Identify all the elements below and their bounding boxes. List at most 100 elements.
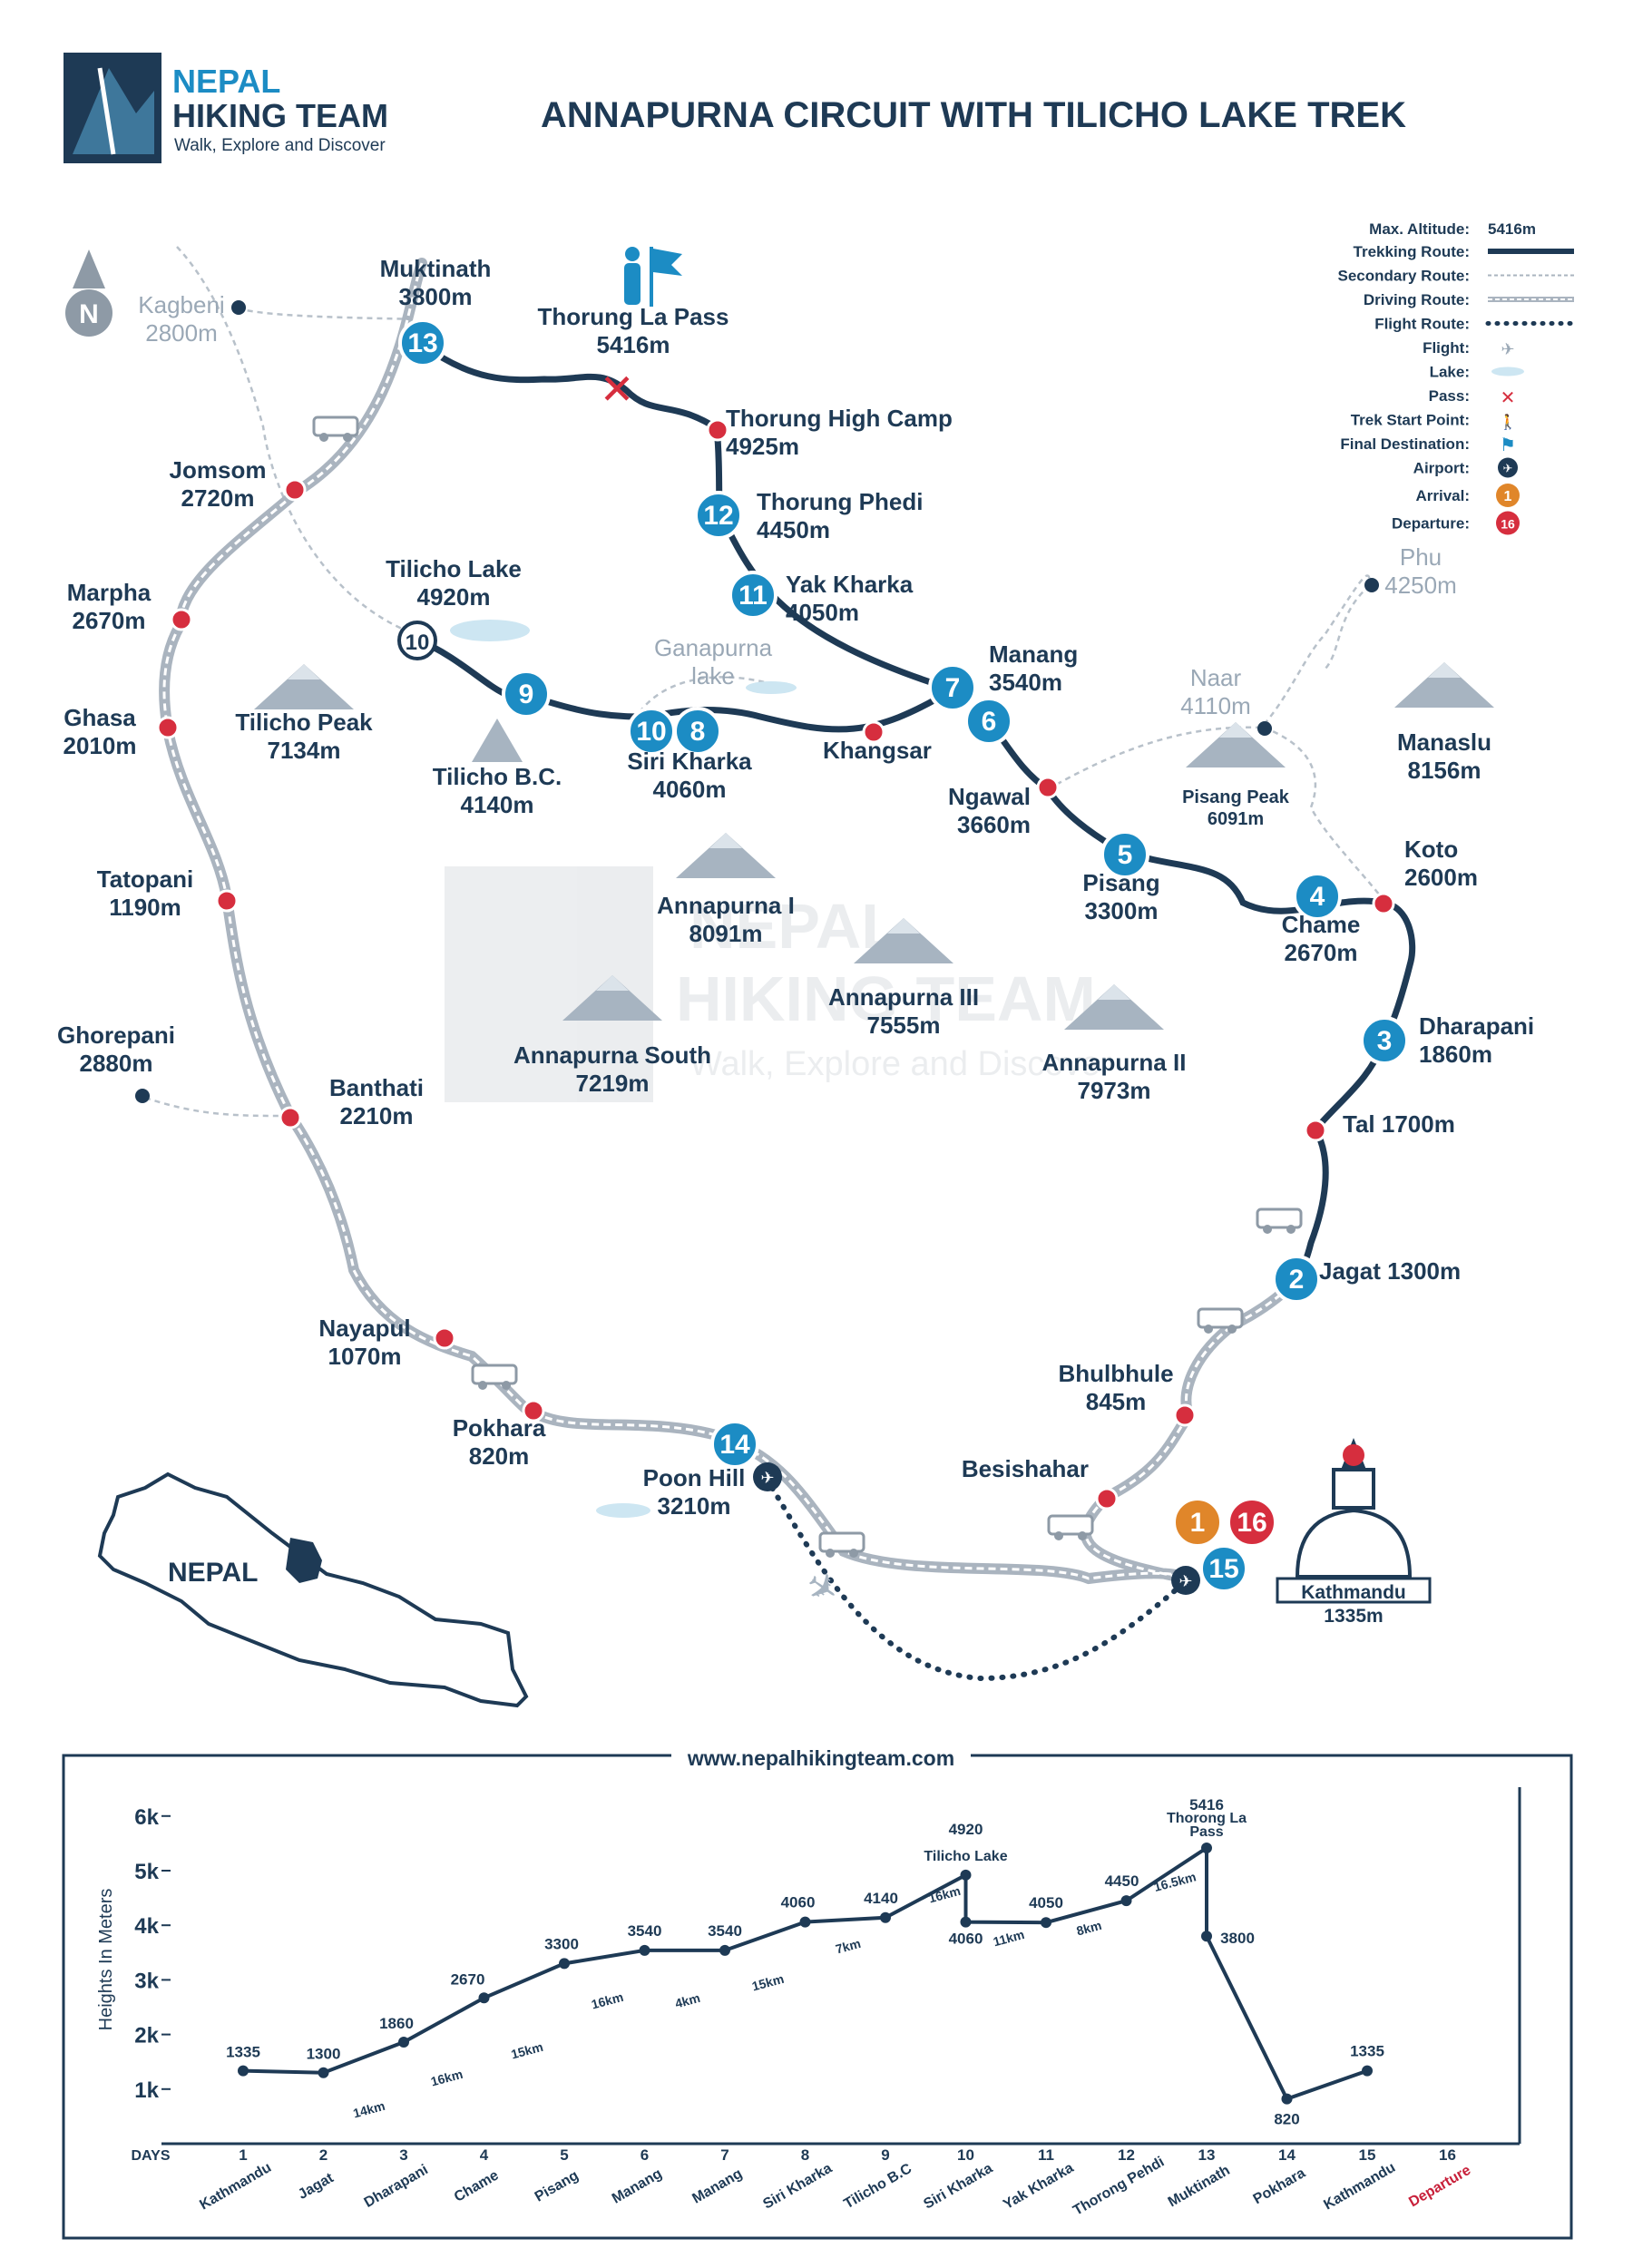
place-name: Thorung La Pass [538,303,729,330]
altitude-value-label: 4920 [949,1821,983,1838]
tent-icon [472,719,523,762]
place-altitude: 2800m [145,319,218,347]
y-tick-label: 3k [134,1969,159,1993]
place-name: Besishahar [962,1455,1089,1482]
day-name: Jagat [296,2170,337,2203]
village-marker [156,716,180,739]
legend-item-label: Flight Route: [1374,316,1470,333]
stupa-harmika [1332,1468,1375,1510]
legend-item-label: Final Destination: [1340,435,1470,453]
mountain-body [1394,662,1494,708]
day-name: Departure [1406,2163,1473,2211]
ganapurna-lake-icon [746,681,797,694]
place-name: Ghasa [64,704,136,731]
village-marker [215,889,239,913]
altitude-value-label: 4450 [1105,1872,1139,1890]
vehicle-body [1047,1514,1094,1536]
village-marker [1173,1403,1197,1427]
distance-label: 15km [750,1971,786,1994]
place-altitude: 4450m [757,516,830,543]
website-label[interactable]: www.nepalhikingteam.com [687,1746,954,1770]
stop-number: 9 [519,679,534,709]
altitude-point [1281,2093,1293,2105]
hiker-body [624,263,640,305]
altitude-point [318,2067,329,2078]
place-name: Phu [1400,543,1442,571]
place-altitude: 2880m [80,1050,153,1077]
nepal-label: NEPAL [168,1558,258,1588]
stop-marker [1100,830,1149,879]
place-name: Siri Kharka [627,748,752,775]
peak-name: Manaslu [1397,728,1491,756]
thorung-la-pass-icon: ✕ [600,366,635,413]
annapurna-ii-mountain-icon [1064,984,1164,1030]
x-tick-label: 6 [640,2146,649,2164]
day-name: Muktinath [1166,2163,1233,2210]
stop-number: 1 [1190,1508,1206,1538]
stop-number: 11 [738,581,768,611]
village-marker [279,1106,302,1129]
altitude-point-sublabel: Pass [1189,1824,1223,1840]
place-altitude: 5416m [597,331,670,358]
vehicle-icon [1197,1307,1244,1334]
vehicle-icon [818,1531,865,1558]
village-marker [1372,892,1395,915]
legend-item-label: Airport: [1413,460,1470,477]
vehicle-wheel [478,1381,487,1390]
distance-label: 16km [927,1883,963,1906]
mountain-snow [887,918,920,934]
logo-hiker-icon [97,67,116,155]
place-altitude: 2210m [340,1102,414,1129]
x-axis-label: DAYS [132,2148,171,2164]
village-marker [170,608,193,631]
point-marker [1364,578,1379,592]
place-name: Tilicho Lake [386,555,522,582]
altitude-point [960,1916,972,1928]
page-title: ANNAPURNA CIRCUIT WITH TILICHO LAKE TREK [541,95,1406,135]
village-marker [862,720,885,744]
place-altitude: 2670m [73,607,146,634]
secondary-route-2 [144,1096,291,1118]
stupa-dome [1295,1508,1413,1579]
place-name: Naar [1190,664,1242,691]
y-tick-label: 2k [134,2024,159,2048]
flight-icon: ✈ [1501,340,1514,358]
day-name: Tilicho B.C [841,2161,914,2213]
distance-label: 8km [1075,1918,1103,1939]
place-altitude: 2720m [181,484,255,512]
altitude-value-label: 820 [1274,2111,1299,2128]
altitude-value-label: 4050 [1029,1894,1063,1911]
legend-max-altitude-label: Max. Altitude: [1369,220,1470,238]
mountain-snow [709,833,742,848]
peak-name: Annapurna I [657,892,795,919]
nepal-outline [97,1471,529,1708]
logo[interactable]: NEPAL HIKING TEAM Walk, Explore and Disc… [64,53,388,163]
stop-number: 3 [1377,1026,1393,1056]
vehicle-body [818,1531,865,1553]
legend-item-label: Departure: [1392,515,1470,533]
place-name: Koto [1404,836,1458,863]
altitude-value-label: 2670 [451,1970,485,1988]
stop-number: 10 [406,631,430,655]
annapurna-south-mountain-icon [562,975,662,1021]
altitude-value-label: 1860 [379,2015,414,2032]
day-name: Kathmandu [1321,2160,1398,2214]
day-name: Pokhara [1251,2165,1308,2207]
altitude-value-label: 5416 [1189,1796,1224,1813]
arrival-badge-num: 1 [1504,489,1512,504]
stop-marker [694,491,743,540]
x-tick-label: 7 [720,2146,728,2164]
hiker-head [625,247,640,261]
stop-number: 7 [945,673,961,703]
altitude-point [639,1944,650,1956]
day-name: Chame [452,2167,502,2204]
final-destination-icon [624,247,682,307]
airport-icon-glyph: ✈ [1503,462,1513,475]
village-marker [1095,1487,1119,1510]
mountain-body [254,664,354,709]
place-name: Jomsom [170,456,267,484]
place-altitude: 1190m [109,894,181,921]
place-name: Tal 1700m [1343,1110,1455,1138]
legend-item-label: Secondary Route: [1338,268,1470,285]
